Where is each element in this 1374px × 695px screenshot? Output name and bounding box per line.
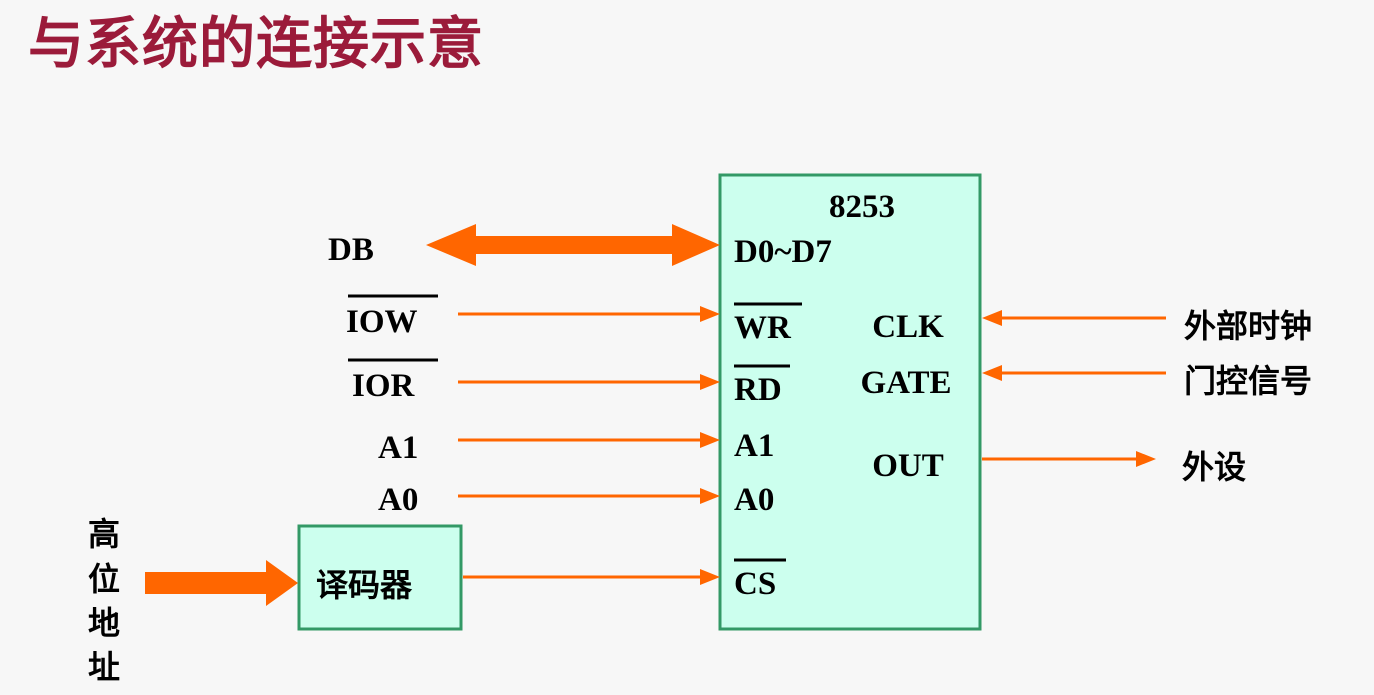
- ior-arrowhead: [700, 374, 720, 390]
- cs-arrowhead: [700, 569, 720, 585]
- pin-cs: CS: [734, 566, 776, 602]
- pin-wr: WR: [734, 310, 792, 346]
- out-target-label: 外设: [1182, 448, 1246, 486]
- data-bus-double-arrow: [426, 224, 720, 266]
- pin-a0: A0: [734, 482, 774, 518]
- address-char-4: 址: [88, 648, 120, 686]
- pin-rd: RD: [734, 372, 782, 408]
- chip-8253-box: [718, 173, 982, 631]
- page-title: 与系统的连接示意: [28, 12, 484, 77]
- clk-source-label: 外部时钟: [1184, 307, 1312, 345]
- pin-out: OUT: [872, 448, 944, 484]
- a1-arrowhead: [700, 432, 720, 448]
- pin-gate: GATE: [860, 365, 951, 401]
- address-char-1: 高: [88, 515, 120, 553]
- bus-label-iow: IOW: [346, 304, 418, 340]
- bus-label-ior: IOR: [352, 368, 416, 404]
- gate-source-label: 门控信号: [1184, 362, 1312, 400]
- iow-arrowhead: [700, 306, 720, 322]
- chip-name: 8253: [829, 189, 895, 225]
- clk-arrowhead: [982, 310, 1002, 326]
- address-char-2: 位: [88, 560, 120, 598]
- bus-label-a1: A1: [378, 430, 418, 466]
- gate-arrowhead: [982, 365, 1002, 381]
- pin-clk: CLK: [872, 309, 944, 345]
- address-char-3: 地: [88, 604, 120, 642]
- bus-label-db: DB: [328, 232, 374, 268]
- decoder-label: 译码器: [316, 566, 413, 604]
- pin-a1: A1: [734, 428, 774, 464]
- pin-d0-d7: D0~D7: [734, 234, 832, 270]
- out-arrowhead: [1136, 451, 1156, 467]
- a0-arrowhead: [700, 488, 720, 504]
- bus-label-a0: A0: [378, 482, 418, 518]
- decoder-box: [297, 524, 463, 631]
- high-address-thick-arrow: [145, 560, 298, 606]
